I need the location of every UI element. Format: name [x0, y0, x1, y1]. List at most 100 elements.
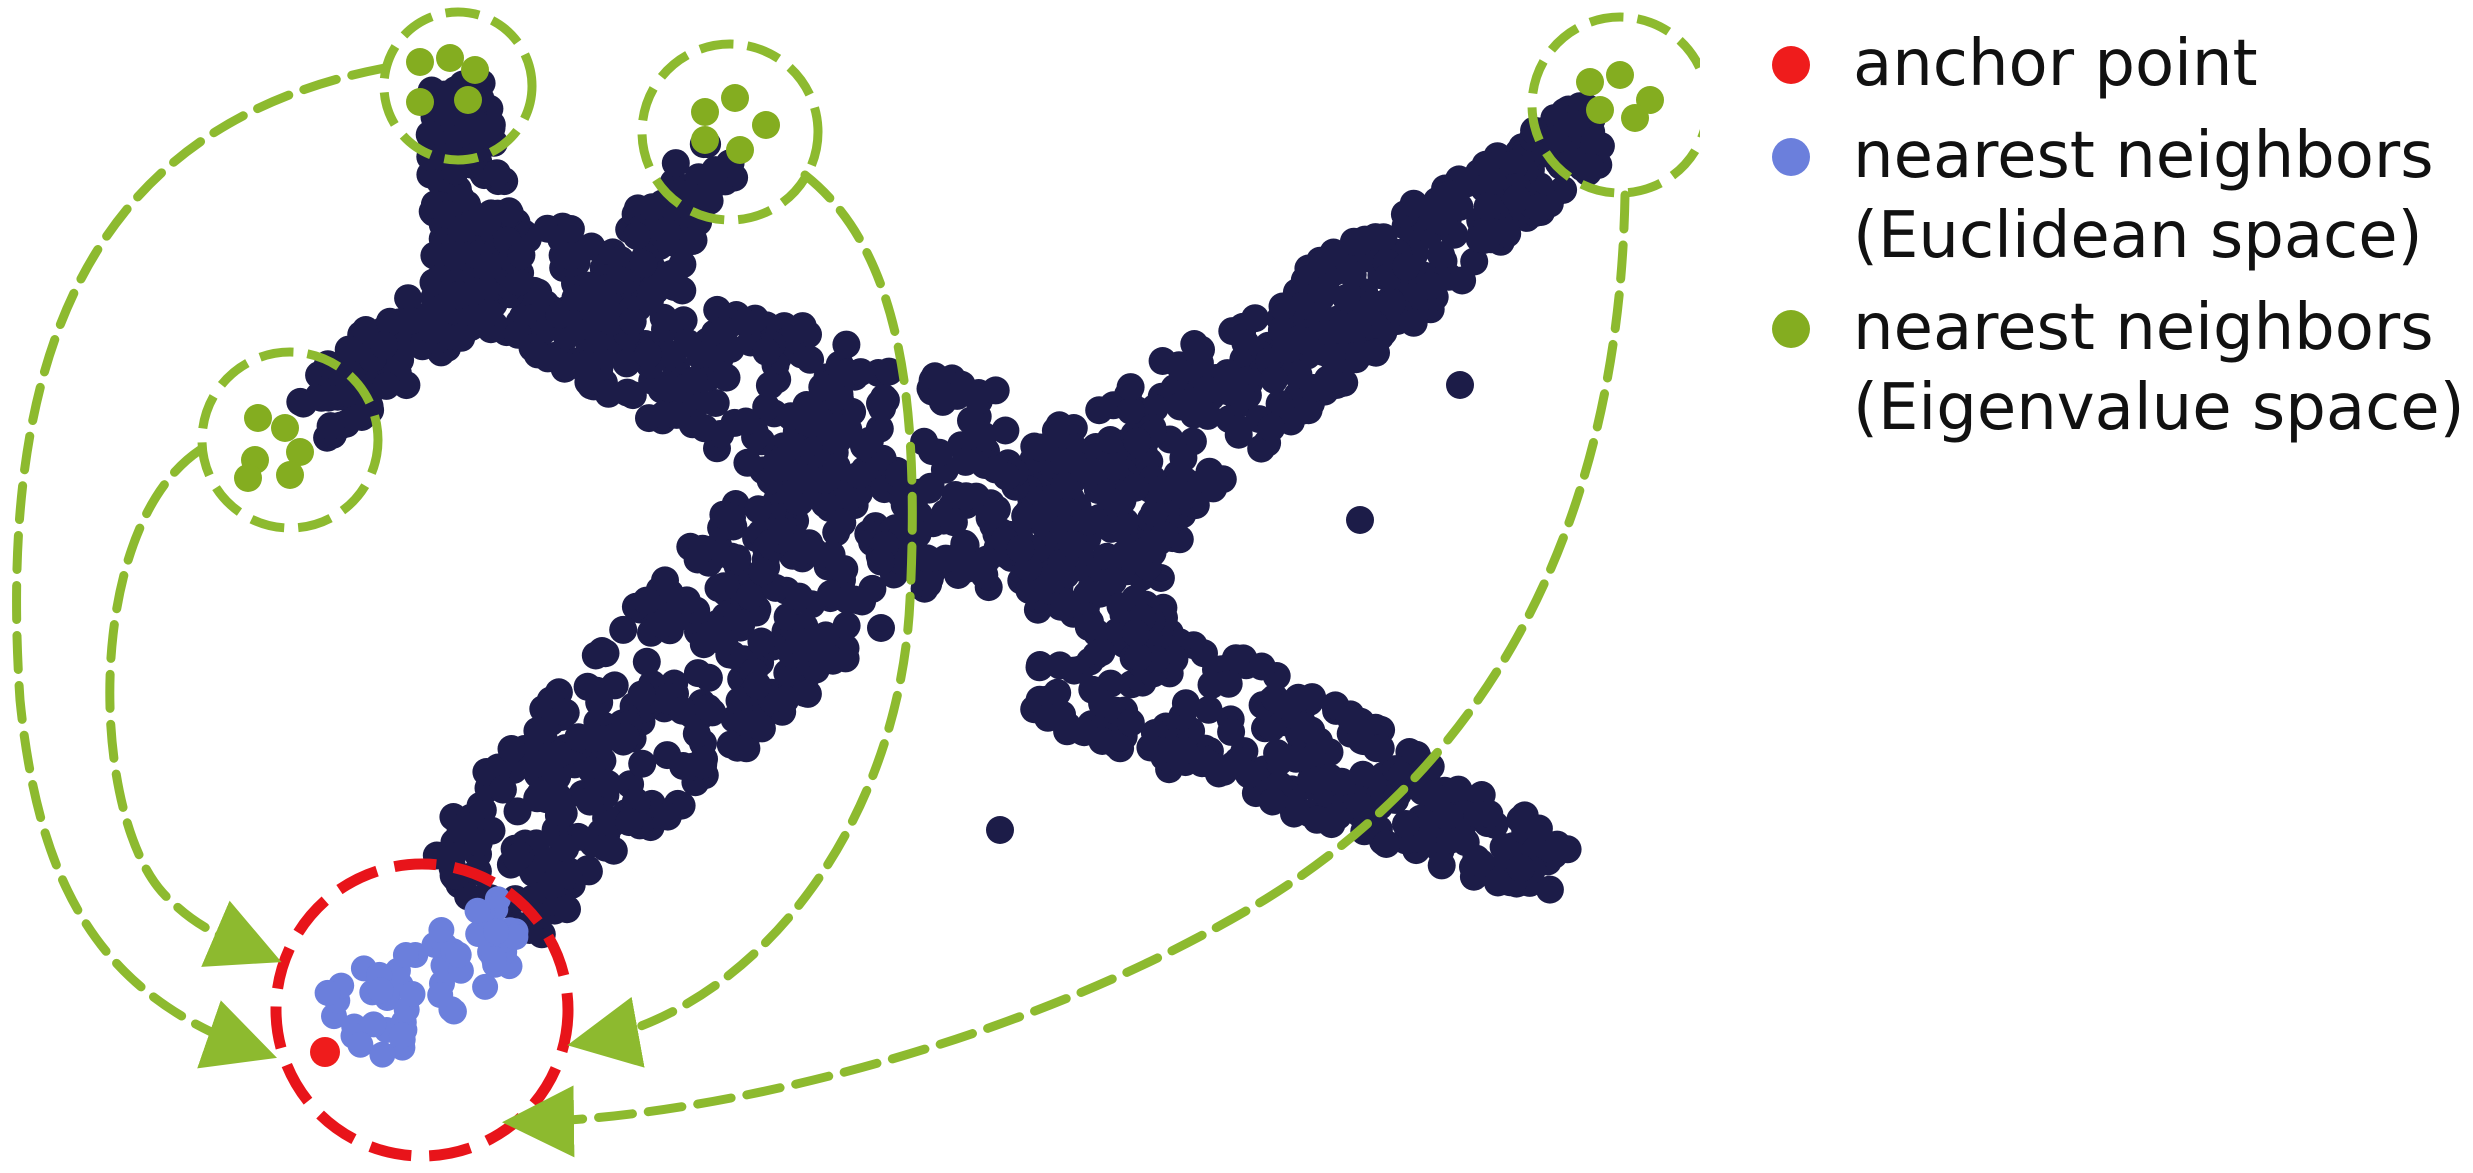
wing-tip-circle [1527, 12, 1700, 198]
legend-label-euclidean-line2: (Euclidean space) [1853, 199, 2423, 273]
cloud-point [1074, 613, 1103, 641]
cloud-point [1183, 337, 1212, 366]
cloud-point [1026, 433, 1055, 462]
cloud-point [682, 719, 711, 748]
cloud-point [1489, 833, 1518, 861]
cloud-point [1148, 347, 1177, 375]
eigen-point [691, 98, 719, 126]
cloud-point [648, 610, 677, 639]
cloud-point [1088, 689, 1117, 718]
cloud-point [710, 316, 739, 345]
cloud-point [612, 349, 641, 378]
cloud-point [526, 780, 554, 809]
arrow-from-tail-top-right [567, 170, 917, 1068]
cloud-point [591, 292, 620, 321]
cloud-point [594, 379, 623, 408]
cloud-point [653, 741, 682, 770]
cloud-point [1306, 246, 1335, 275]
euclidean-dot-icon [1772, 138, 1810, 176]
cloud-point [367, 977, 394, 1004]
cloud-point [796, 345, 825, 374]
cloud-point [885, 460, 914, 489]
cloud-point [947, 539, 976, 567]
cloud-point [347, 403, 376, 431]
cloud-point [588, 637, 616, 665]
cloud-point [918, 437, 946, 466]
cloud-point [1058, 530, 1087, 559]
cloud-point [1217, 717, 1246, 746]
correspondence-arrows [12, 63, 1630, 1158]
cloud-point [1399, 189, 1428, 218]
cloud-point [1074, 507, 1103, 536]
cloud-point [428, 917, 455, 943]
cloud-point [1282, 744, 1310, 773]
cloud-point [582, 676, 611, 705]
cloud-point [744, 495, 773, 524]
cloud-point [777, 431, 806, 460]
cloud-point [928, 387, 957, 416]
cloud-point [697, 169, 726, 197]
cloud-point [564, 723, 593, 752]
cloud-point [488, 775, 517, 804]
cloud-point [415, 120, 444, 149]
eigenvalue-neighbor-points [234, 44, 1664, 492]
legend-item-euclidean: nearest neighbors (Euclidean space) [1748, 116, 2465, 276]
cloud-point [1302, 805, 1331, 834]
cloud-point [289, 389, 318, 418]
cloud-point [314, 979, 341, 1006]
cloud-point [497, 735, 526, 763]
cloud-point [1427, 241, 1456, 270]
cloud-point [537, 870, 566, 899]
cloud-point [502, 843, 531, 872]
cloud-point [605, 266, 634, 295]
cloud-point [549, 799, 578, 828]
cloud-point [1108, 486, 1137, 515]
cloud-point [1483, 868, 1512, 897]
cloud-point [653, 802, 682, 831]
cloud-point [1280, 799, 1308, 828]
cloud-point [991, 416, 1020, 445]
cloud-point [731, 407, 760, 436]
cloud-point [1535, 875, 1564, 904]
cloud-point [710, 628, 739, 657]
cloud-point [638, 193, 667, 222]
cloud-point [836, 482, 864, 511]
eigen-point [406, 48, 434, 76]
cloud-point [679, 226, 708, 255]
cloud-point [828, 508, 857, 537]
cloud-point [1268, 292, 1297, 321]
eigen-point [721, 84, 749, 112]
cloud-point [662, 400, 691, 429]
cloud-point [523, 340, 552, 369]
cloud-point [1399, 308, 1428, 337]
cloud-point [556, 215, 585, 243]
cloud-point [636, 286, 664, 315]
cloud-point [1348, 760, 1377, 789]
cloud-point [1431, 801, 1460, 830]
cloud-point [776, 402, 805, 431]
cloud-point [981, 455, 1010, 484]
legend: anchor point nearest neighbors (Euclidea… [1748, 24, 2465, 460]
cloud-point [632, 647, 661, 676]
cloud-point [629, 250, 658, 278]
cloud-point [1097, 514, 1125, 543]
cloud-point [1387, 761, 1416, 790]
euclidean-neighbor-points [314, 886, 529, 1068]
cloud-point [372, 371, 401, 400]
cloud-point [472, 973, 499, 1000]
cloud-point [418, 316, 447, 345]
cloud-point [551, 698, 580, 727]
legend-label-anchor: anchor point [1853, 27, 2258, 101]
cloud-point [504, 267, 533, 296]
cloud-point [845, 461, 874, 489]
cloud-point [1377, 289, 1406, 318]
cloud-point [445, 941, 472, 968]
cloud-point [846, 358, 875, 387]
cloud-point [351, 316, 380, 344]
cloud-point [694, 663, 723, 692]
cloud-point [1190, 639, 1218, 668]
cloud-point [632, 586, 661, 615]
cloud-point [1317, 342, 1346, 371]
cloud-point [1475, 800, 1504, 828]
cloud-point [464, 897, 491, 924]
